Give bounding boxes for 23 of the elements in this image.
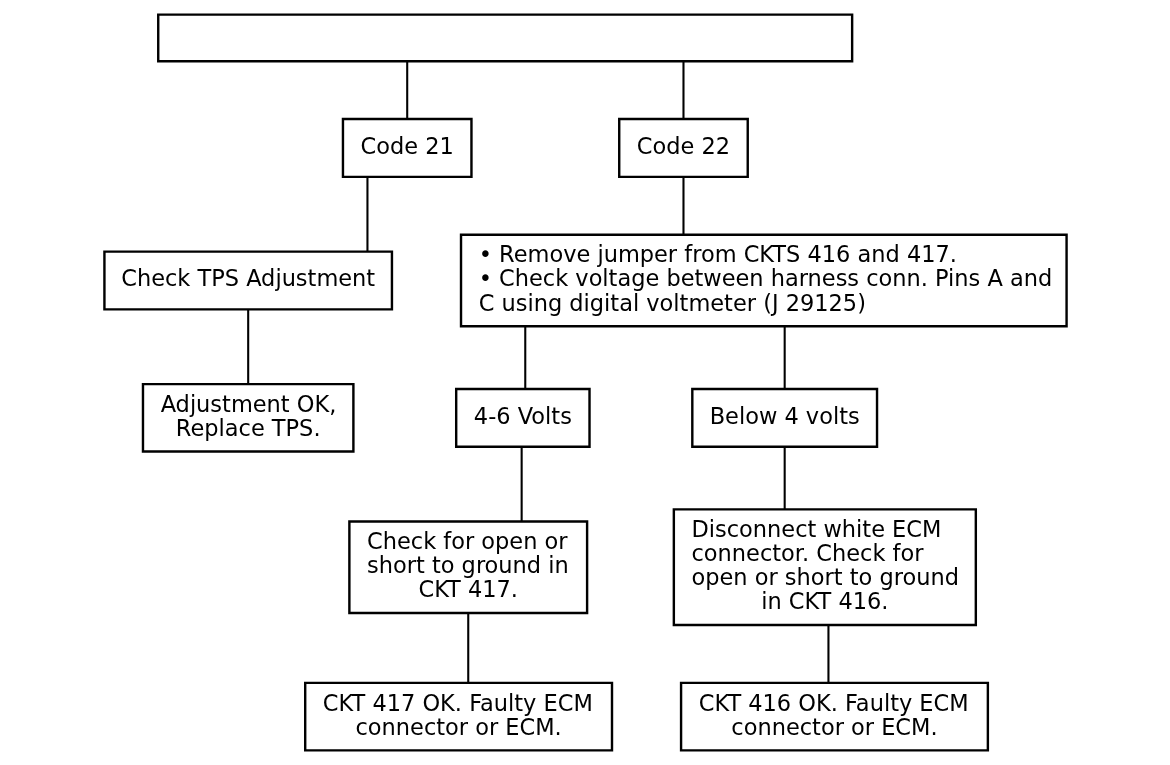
connector [681,177,685,235]
connector [365,177,368,252]
node-box: Adjustment OK, Replace TPS. [141,382,355,453]
connector [405,61,408,119]
node-box: Below 4 volts [690,387,878,448]
node-box: Code 21 [341,117,473,179]
connector [523,327,526,389]
connector [783,327,786,389]
node-box: Code 22 [617,117,749,179]
node-box: CKT 417 OK. Faulty ECM connector or ECM. [303,681,613,752]
node-box: 4-6 Volts [454,387,591,448]
node-box: Check for open or short to ground in CKT 417. [347,520,588,615]
connector [520,447,523,522]
node-box: Disconnect white ECM connector. Check for open or short to ground in CKT 416. [672,508,977,627]
node-box: CKT 416 OK. Faulty ECM connector or ECM. [679,681,989,752]
node-box: Check TPS Adjustment [102,250,393,311]
connector [466,613,469,683]
connector [783,447,786,510]
connector [246,309,249,384]
connector [681,61,685,119]
connector [826,625,829,683]
node-box: • Remove jumper from CKTS 416 and 417. • Check voltage between harness conn. Pins A and C using digital voltmeter (J 29125) [459,233,1068,328]
node-box [156,13,853,63]
